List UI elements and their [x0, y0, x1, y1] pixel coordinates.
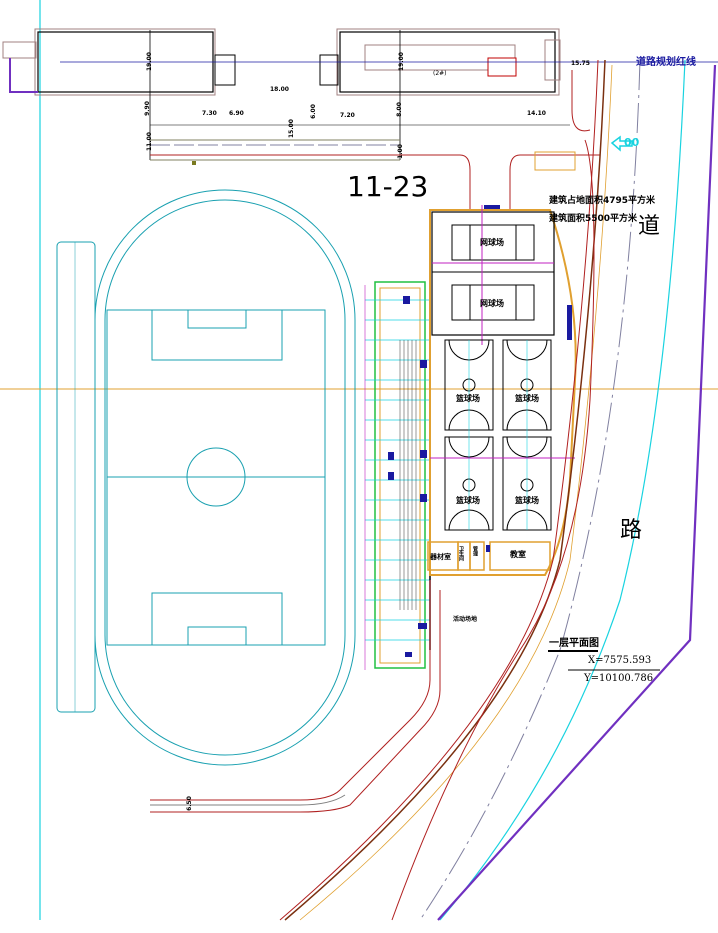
drawing-title: 一层平面图: [549, 638, 599, 649]
coordinate-x: X=7575.593: [588, 655, 652, 666]
floor-area: 建筑面积5500平方米: [549, 214, 638, 224]
north-road: [60, 61, 718, 210]
roads: [150, 59, 717, 921]
dim-9-90: 9.90: [143, 101, 151, 116]
room-management: 管理: [472, 546, 478, 556]
sports-hall: [427, 205, 577, 576]
dim-1-00: 1.00: [396, 144, 404, 159]
road-red-line-label: 道路规划红线: [636, 57, 696, 68]
dim-building-1-depth: 19.00: [145, 52, 153, 71]
room-basketball-1: 篮球场: [456, 394, 480, 403]
sheet-number: 11-23: [347, 170, 429, 203]
room-office: 教室: [510, 550, 526, 559]
dim-14-10: 14.10: [527, 110, 546, 117]
dim-11-00: 11.00: [145, 132, 153, 151]
room-tennis-1: 网球场: [480, 238, 504, 247]
dim-18-00: 18.00: [270, 86, 289, 93]
dim-6-90: 6.90: [229, 110, 244, 117]
coordinate-y: Y=10100.786: [584, 673, 654, 684]
building-2-label: (2#): [433, 70, 447, 77]
room-open-area: 活动场地: [453, 616, 478, 623]
room-toilet: 卫生间: [458, 546, 464, 561]
dim-7-20: 7.20: [340, 112, 355, 119]
room-basketball-4: 篮球场: [515, 496, 539, 505]
road-char-lu: 路: [620, 518, 643, 543]
room-equipment: 器材室: [430, 553, 451, 561]
grandstand: [364, 281, 431, 670]
running-track: [56, 189, 356, 766]
dim-8-00: 8.00: [395, 102, 403, 117]
room-basketball-2: 篮球场: [515, 394, 539, 403]
dim-6-50: 6.50: [185, 796, 193, 811]
room-tennis-2: 网球场: [480, 299, 504, 308]
football-field: [106, 309, 326, 646]
room-basketball-3: 篮球场: [456, 496, 480, 505]
dim-15-75: 15.75: [571, 60, 590, 67]
road-char-dao: 道: [638, 214, 661, 239]
dim-7-30: 7.30: [202, 110, 217, 117]
dim-15-00: 15.00: [287, 119, 295, 138]
arrow-label: 00: [624, 136, 640, 149]
footprint-area: 建筑占地面积4795平方米: [549, 196, 656, 206]
dim-6-00: 6.00: [309, 104, 317, 119]
dim-building-2-depth: 19.00: [397, 52, 405, 71]
